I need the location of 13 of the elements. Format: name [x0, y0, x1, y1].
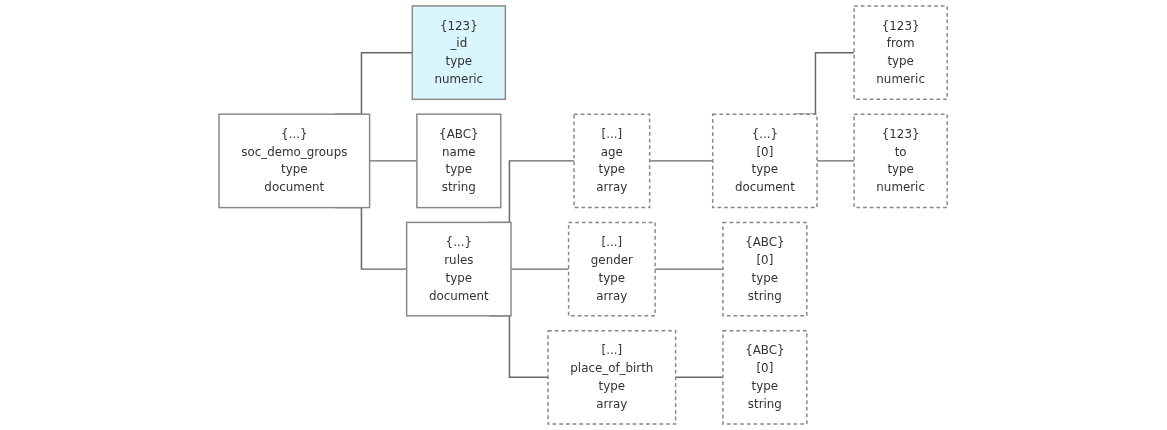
node-box: {ABC} [0] type string	[722, 221, 808, 317]
node-box: {123} _id type numeric	[411, 5, 507, 101]
node-box: {...} [0] type document	[712, 113, 819, 209]
node-box: {ABC} [0] type string	[722, 329, 808, 425]
node-box: {...} soc_demo_groups type document	[218, 113, 371, 209]
node-box: {...} rules type document	[406, 221, 513, 317]
node-box: {123} to type numeric	[853, 113, 949, 209]
node-box: {123} from type numeric	[853, 5, 949, 101]
node-box: [...] place_of_birth type array	[547, 329, 677, 425]
node-box: [...] gender type array	[568, 221, 657, 317]
node-box: [...] age type array	[573, 113, 651, 209]
node-box: {ABC} name type string	[416, 113, 502, 209]
connector	[369, 160, 418, 162]
